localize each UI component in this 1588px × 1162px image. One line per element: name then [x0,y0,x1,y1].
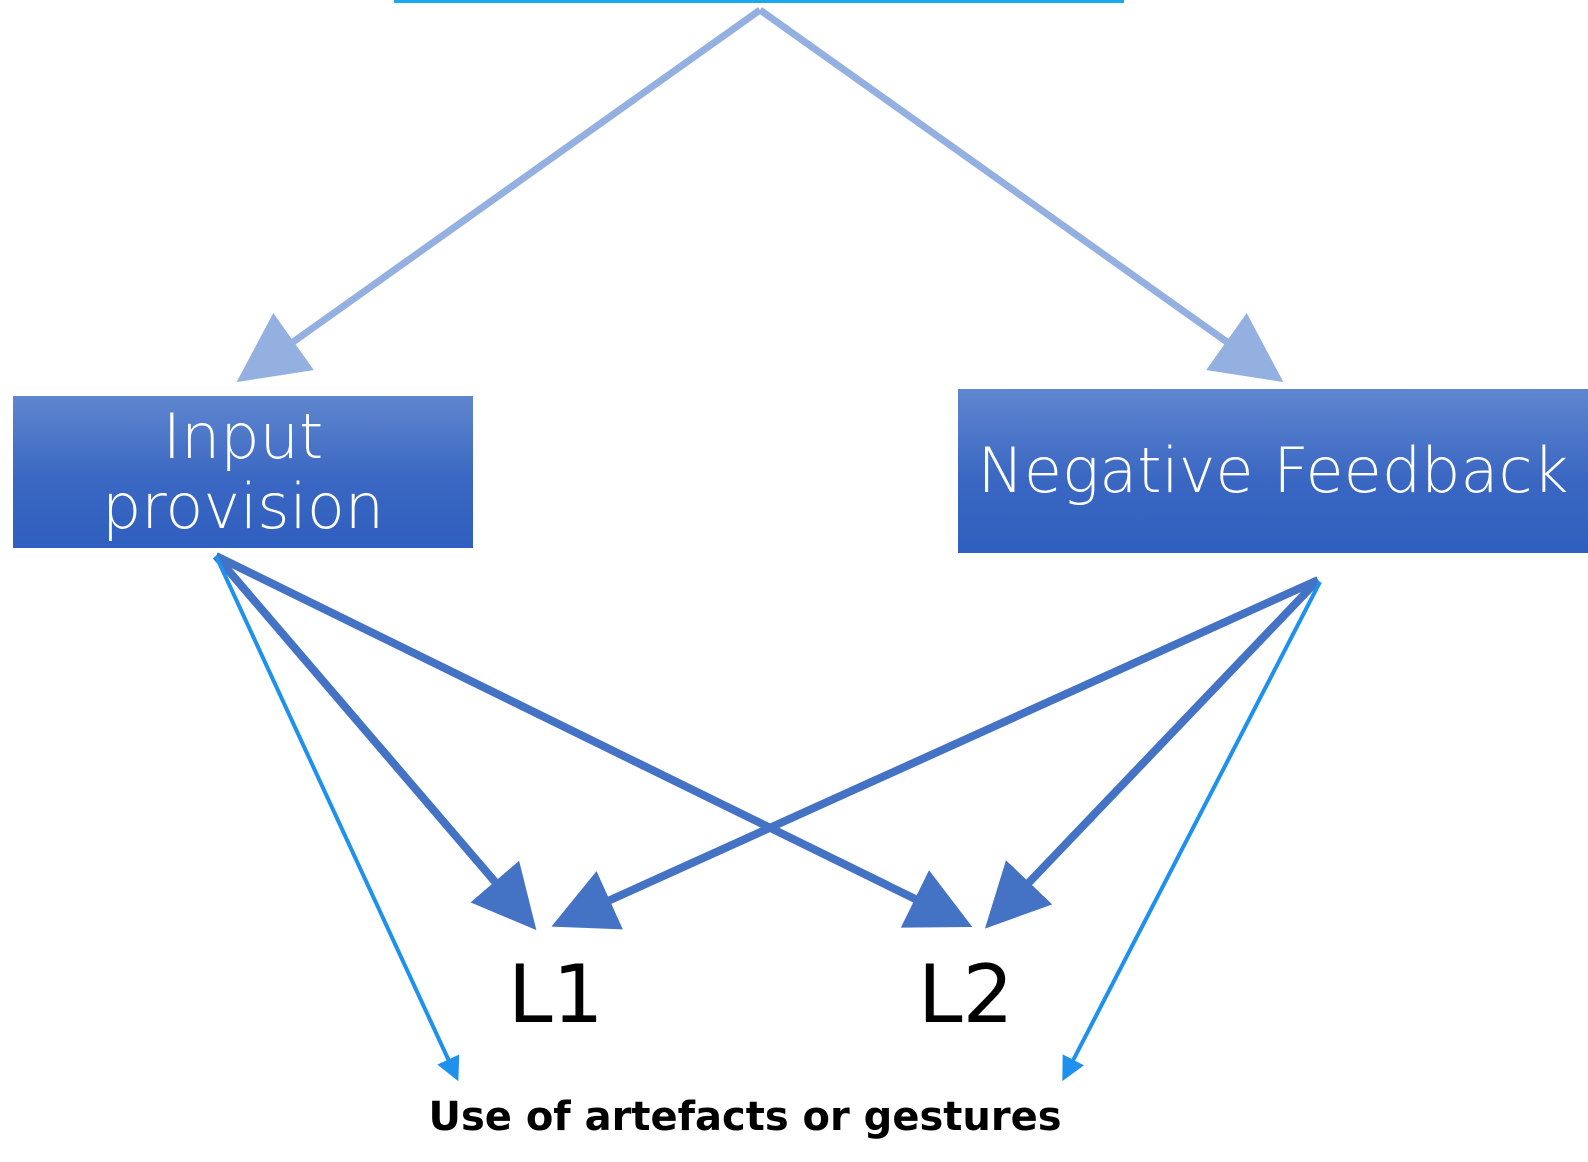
arrow-top-to-negative [757,7,1284,383]
l2-label: L2 [918,948,1014,1041]
arrow-top-to-input [236,7,763,383]
input-provision-label: Input provision [101,400,385,543]
artefacts-label: Use of artefacts or gestures [428,1094,1062,1140]
top-box-edge [394,0,1124,3]
arrow-negative-to-l2 [984,577,1321,929]
arrow-input-to-l1 [212,553,537,931]
arrow-input-to-l2 [214,552,973,928]
arrow-input-to-artefacts [214,555,460,1082]
input-provision-box: Input provision [13,396,473,548]
negative-feedback-label: Negative Feedback [977,434,1569,507]
arrow-negative-to-l1 [551,576,1320,930]
l1-label: L1 [508,948,604,1041]
negative-feedback-box: Negative Feedback [958,389,1588,553]
arrow-negative-to-artefacts [1062,581,1322,1082]
